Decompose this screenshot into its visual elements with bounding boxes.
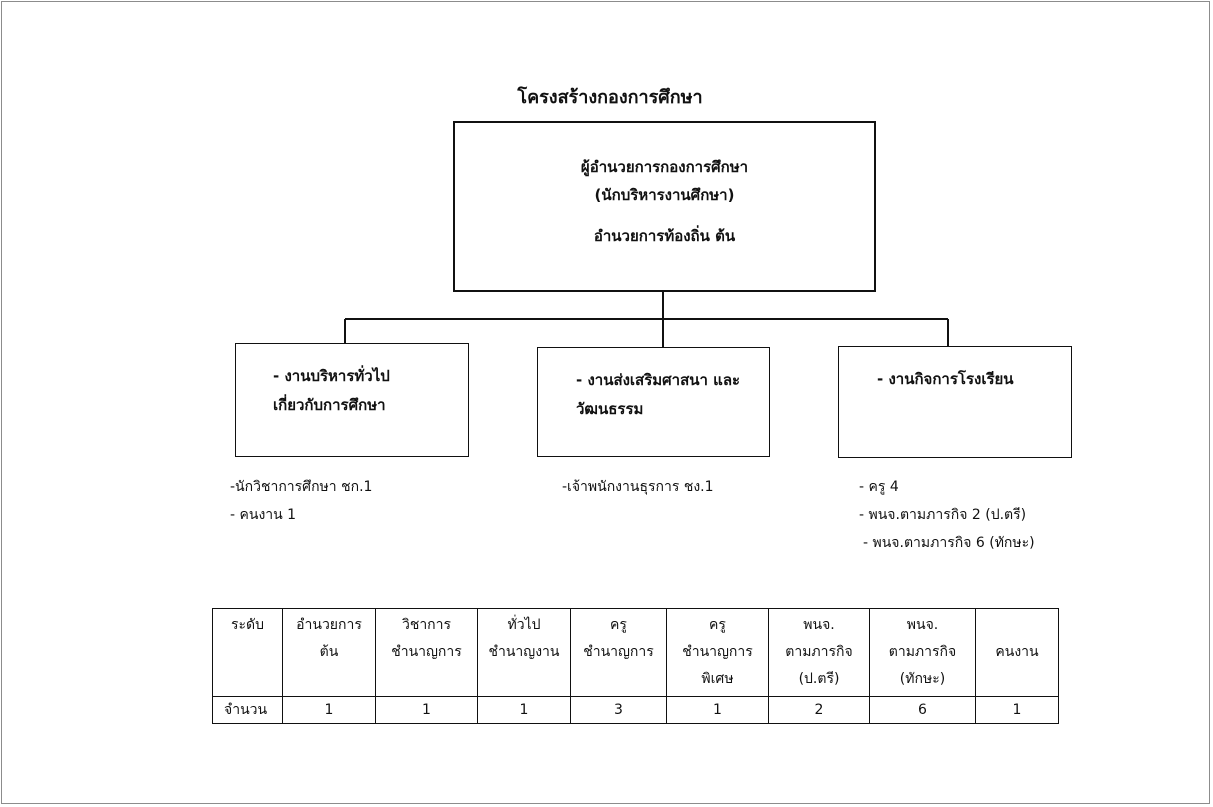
director-level: อำนวยการท้องถิ่น ต้น [593, 227, 736, 245]
row-label: จำนวน [212, 696, 283, 724]
header-academic-professional: วิชาการ ชำนาญการ [375, 608, 478, 697]
value-cell: 1 [375, 696, 478, 724]
value-cell: 3 [570, 696, 667, 724]
staff-list-religion-culture: -เจ้าพนักงานธุรการ ชง.1 [562, 473, 714, 501]
value-cell: 2 [768, 696, 870, 724]
value-cell: 1 [975, 696, 1059, 724]
staff-item: -เจ้าพนักงานธุรการ ชง.1 [562, 479, 714, 495]
value-cell: 1 [477, 696, 571, 724]
value-cell: 1 [282, 696, 376, 724]
header-contract-skilled: พนจ. ตามภารกิจ (ทักษะ) [869, 608, 976, 697]
summary-header-row: ระดับ อำนวยการ ต้น วิชาการ ชำนาญการ ทั่ว… [212, 608, 1059, 697]
header-teacher-professional: ครู ชำนาญการ [570, 608, 667, 697]
staff-list-general-administration: -นักวิชาการศึกษา ชก.1 - คนงาน 1 [230, 473, 372, 529]
staff-item: - ครู 4 [859, 479, 899, 495]
director-position: ผู้อำนวยการกองการศึกษา [580, 158, 749, 176]
unit-title-general-administration: - งานบริหารทั่วไป เกี่ยวกับการศึกษา [273, 367, 390, 414]
unit-box-religion-culture: - งานส่งเสริมศาสนา และ วัฒนธรรม [537, 347, 770, 457]
summary-value-row: จำนวน 1 1 1 3 1 2 6 1 [212, 696, 1059, 724]
director-position-type: (นักบริหารงานศึกษา) [594, 186, 735, 204]
header-level: ระดับ [212, 608, 283, 697]
header-contract-bachelor: พนจ. ตามภารกิจ (ป.ตรี) [768, 608, 870, 697]
staff-item: -นักวิชาการศึกษา ชก.1 [230, 479, 373, 495]
value-cell: 6 [869, 696, 976, 724]
unit-title-religion-culture: - งานส่งเสริมศาสนา และ วัฒนธรรม [576, 371, 741, 418]
summary-table: ระดับ อำนวยการ ต้น วิชาการ ชำนาญการ ทั่ว… [212, 608, 1059, 724]
director-box: ผู้อำนวยการกองการศึกษา (นักบริหารงานศึกษ… [453, 121, 876, 292]
header-general-experienced: ทั่วไป ชำนาญงาน [477, 608, 571, 697]
staff-item: - พนจ.ตามภารกิจ 2 (ป.ตรี) [859, 507, 1027, 523]
header-worker: คนงาน [975, 608, 1059, 697]
staff-list-school-affairs: - ครู 4 - พนจ.ตามภารกิจ 2 (ป.ตรี) - พนจ.… [859, 473, 1035, 557]
value-cell: 1 [666, 696, 769, 724]
unit-box-general-administration: - งานบริหารทั่วไป เกี่ยวกับการศึกษา [235, 343, 469, 457]
staff-item: - พนจ.ตามภารกิจ 6 (ทักษะ) [863, 535, 1035, 551]
header-director-level: อำนวยการ ต้น [282, 608, 376, 697]
diagram-title: โครงสร้างกองการศึกษา [517, 87, 703, 108]
header-teacher-senior-professional: ครู ชำนาญการ พิเศษ [666, 608, 769, 697]
unit-title-school-affairs: - งานกิจการโรงเรียน [877, 370, 1014, 388]
staff-item: - คนงาน 1 [230, 507, 297, 523]
unit-box-school-affairs: - งานกิจการโรงเรียน [838, 346, 1072, 458]
